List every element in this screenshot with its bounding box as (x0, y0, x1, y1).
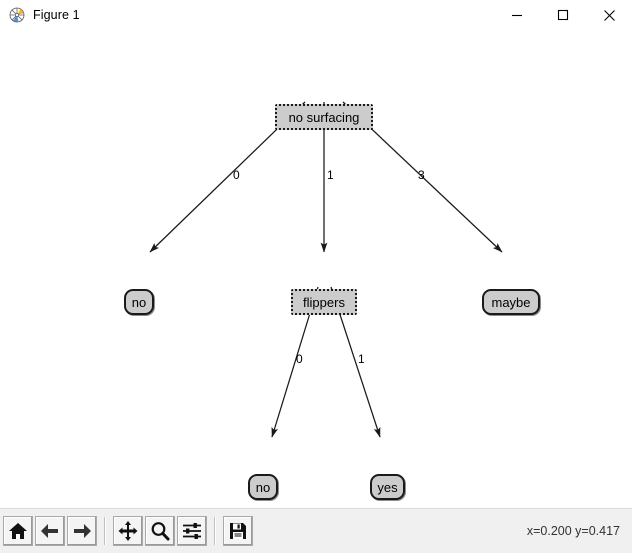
save-button[interactable] (223, 516, 253, 546)
title-bar-left: Figure 1 (0, 7, 494, 23)
tree-node-label: no surfacing (288, 109, 360, 125)
back-button[interactable] (35, 516, 65, 546)
close-button[interactable] (586, 0, 632, 30)
edge-label-root-flippers: 1 (327, 168, 334, 182)
figure-canvas[interactable]: no surfacing no flippers maybe no yes 0 … (0, 30, 632, 508)
decision-tree-edges (149, 101, 503, 438)
toolbar-separator-1 (104, 517, 106, 545)
minimize-button[interactable] (494, 0, 540, 30)
tree-node-label: no (131, 294, 147, 310)
maximize-button[interactable] (540, 0, 586, 30)
coordinate-readout: x=0.200 y=0.417 (526, 524, 620, 538)
window-title: Figure 1 (33, 8, 80, 22)
tree-node-leaf-no-left[interactable]: no (124, 289, 154, 315)
toolbar-button-group (0, 516, 254, 546)
zoom-button[interactable] (145, 516, 175, 546)
edge-label-root-maybe: 3 (418, 168, 425, 182)
tree-node-leaf-no-bottom[interactable]: no (248, 474, 278, 500)
tree-node-label: no (255, 479, 271, 495)
tree-node-flippers[interactable]: flippers (291, 289, 357, 315)
tree-node-label: flippers (303, 294, 345, 310)
edge-label-flippers-no: 0 (296, 352, 303, 366)
tree-node-leaf-maybe[interactable]: maybe (482, 289, 540, 315)
forward-button[interactable] (67, 516, 97, 546)
title-bar: Figure 1 (0, 0, 632, 30)
toolbar-separator-2 (214, 517, 216, 545)
edge-label-flippers-yes: 1 (358, 352, 365, 366)
pan-button[interactable] (113, 516, 143, 546)
tree-node-label: maybe (491, 294, 531, 310)
matplotlib-icon (9, 7, 25, 23)
navigation-toolbar: x=0.200 y=0.417 (0, 508, 632, 553)
tree-node-leaf-yes[interactable]: yes (370, 474, 405, 500)
edge-label-root-no: 0 (233, 168, 240, 182)
tree-node-root[interactable]: no surfacing (275, 104, 373, 130)
home-button[interactable] (3, 516, 33, 546)
configure-subplots-button[interactable] (177, 516, 207, 546)
tree-node-label: yes (377, 479, 398, 495)
